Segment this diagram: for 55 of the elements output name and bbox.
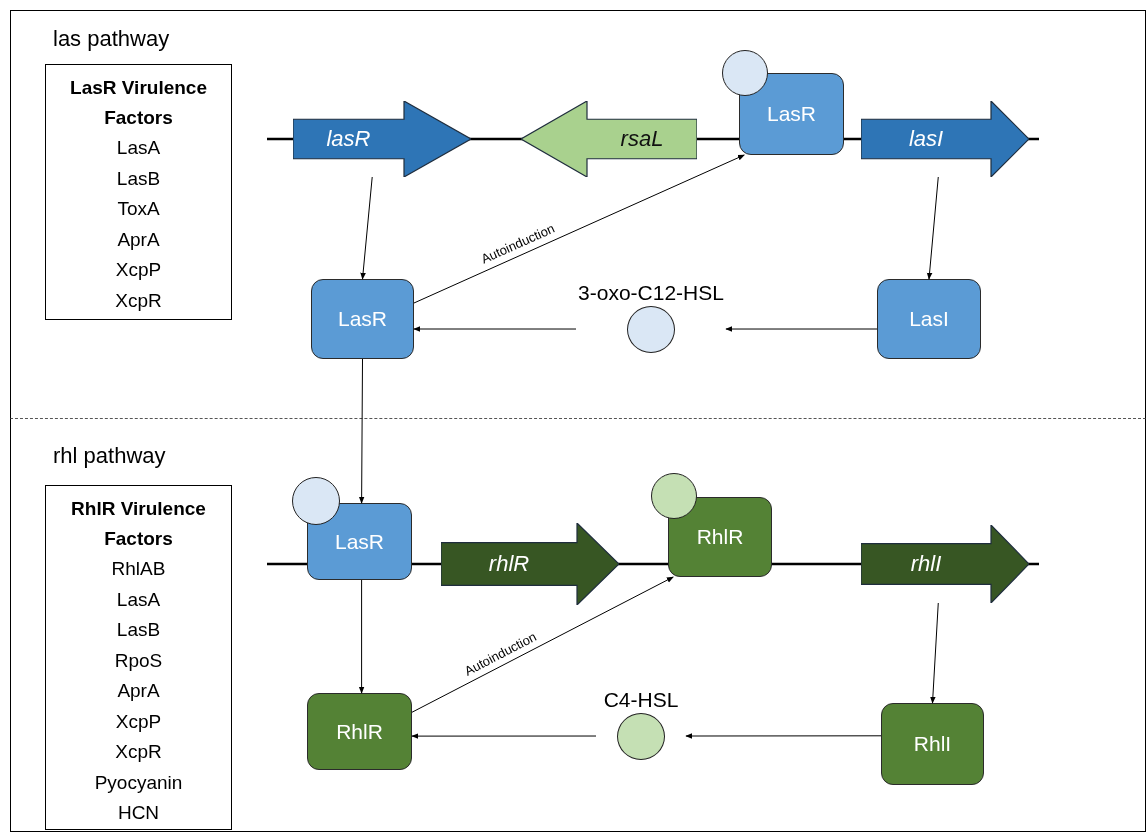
protein-box: LasR bbox=[311, 279, 414, 359]
autoinducer-circle bbox=[722, 50, 768, 96]
cluster bbox=[10, 10, 1146, 419]
gene-label: rhlI bbox=[909, 550, 943, 578]
protein-box: LasR bbox=[739, 73, 844, 155]
list-item: XcpR bbox=[115, 740, 162, 764]
list-item: LasB bbox=[116, 618, 161, 642]
list-item: LasA bbox=[116, 587, 161, 612]
protein-box: RhlR bbox=[668, 497, 772, 577]
protein-box: RhlR bbox=[307, 693, 412, 770]
protein-box: LasI bbox=[877, 279, 981, 359]
arrow bbox=[685, 733, 882, 739]
list-item: HCN bbox=[117, 801, 160, 825]
list-item: XcpP bbox=[115, 258, 162, 282]
gene-symbol bbox=[861, 525, 1029, 603]
molecule-label: C4-HSL bbox=[603, 688, 679, 712]
arrow bbox=[926, 176, 939, 280]
factor-list-box bbox=[45, 485, 232, 830]
list-item: ToxA bbox=[117, 197, 160, 221]
molecule-label: 3-oxo-C12-HSL bbox=[578, 281, 724, 305]
gene-label: lasR bbox=[325, 125, 372, 153]
gene-label: rhlR bbox=[487, 550, 531, 578]
gene-symbol bbox=[861, 101, 1029, 177]
panel-heading: rhl pathway bbox=[53, 443, 166, 469]
list-item: RhlAB bbox=[111, 557, 166, 581]
list-item: LasA bbox=[116, 136, 161, 160]
list-item: RpoS bbox=[114, 648, 163, 673]
arrow bbox=[411, 733, 597, 739]
protein-box: LasR bbox=[307, 503, 412, 580]
arrow bbox=[413, 326, 577, 332]
list-item: LasB bbox=[116, 166, 161, 191]
list-item: XcpR bbox=[115, 288, 162, 313]
gene-symbol bbox=[441, 523, 619, 605]
arrow bbox=[411, 576, 674, 713]
panel-heading: las pathway bbox=[53, 26, 170, 52]
gene-symbol bbox=[521, 101, 697, 177]
list-item: AprA bbox=[117, 227, 160, 252]
arrow bbox=[725, 326, 878, 332]
arrow bbox=[358, 358, 365, 504]
arrow bbox=[360, 176, 373, 280]
autoinducer-circle bbox=[651, 473, 697, 519]
list-heading: LasR Virulence Factors bbox=[69, 76, 208, 130]
protein-box: RhlI bbox=[881, 703, 984, 785]
list-item: XcpP bbox=[115, 709, 162, 734]
list-heading: RhlR Virulence Factors bbox=[70, 497, 207, 551]
arrow bbox=[930, 602, 939, 704]
factor-list-box bbox=[45, 64, 232, 320]
arrow bbox=[358, 579, 365, 694]
list-item: Pyocyanin bbox=[94, 770, 183, 795]
autoinducer-circle bbox=[292, 477, 340, 525]
list-item: AprA bbox=[117, 679, 160, 703]
gene-label: rsaL bbox=[619, 125, 665, 153]
arrow bbox=[413, 154, 745, 304]
gene-label: lasI bbox=[907, 125, 945, 153]
gene-symbol bbox=[293, 101, 471, 177]
